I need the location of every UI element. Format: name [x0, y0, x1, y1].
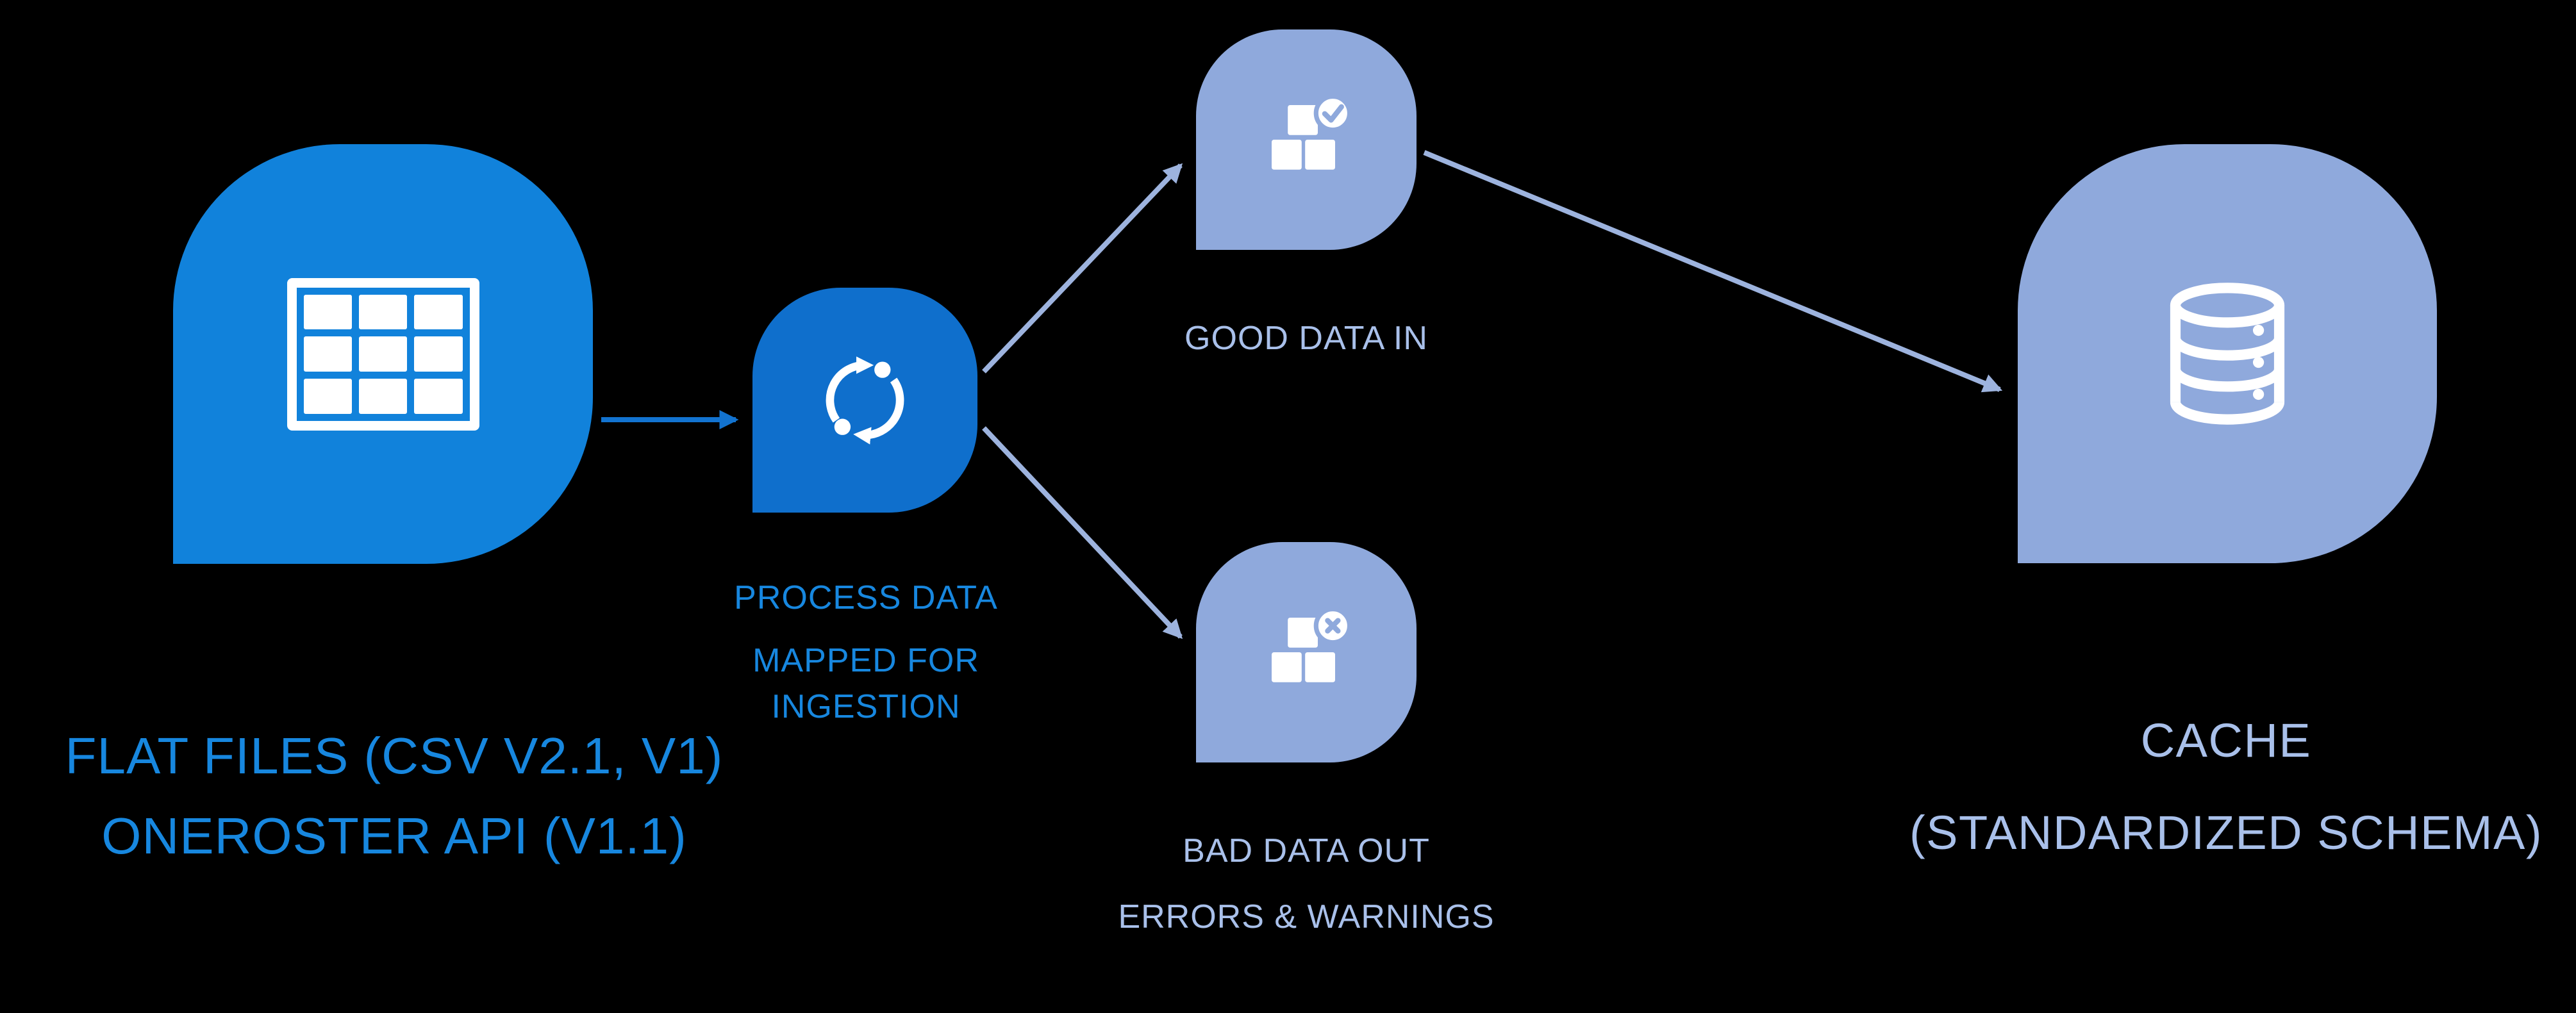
bad-data-node: [1196, 542, 1417, 762]
cache-caption-line1: CACHE: [2140, 714, 2312, 767]
good-data-node: [1196, 29, 1417, 250]
sync-process-icon: [826, 356, 904, 445]
process-data-node: [752, 288, 977, 513]
cache-caption-line2: (STANDARDIZED SCHEMA): [1909, 805, 2543, 859]
process-data-caption-line2: MAPPED FOR INGESTION: [752, 641, 979, 725]
arrow-process-to-good-data: [982, 163, 1183, 374]
check-mark: [1322, 104, 1344, 123]
boxes-check-icon: [1272, 94, 1352, 170]
bad-data-caption: BAD DATA OUT ERRORS & WARNINGS: [986, 828, 1627, 941]
bad-data-caption-line2: ERRORS & WARNINGS: [1118, 898, 1495, 935]
arrow-process-to-bad-data: [982, 426, 1183, 639]
good-data-caption: GOOD DATA IN: [986, 319, 1627, 358]
x-mark: [1325, 618, 1341, 634]
boxes-error-icon: [1272, 606, 1352, 682]
process-data-caption-line1: PROCESS DATA: [734, 579, 998, 616]
flat-files-node: [173, 144, 593, 564]
table-icon: [287, 277, 479, 431]
cache-caption: CACHE (STANDARDIZED SCHEMA): [1745, 707, 2576, 866]
cache-node: [2018, 144, 2437, 563]
flat-files-caption-line1: FLAT FILES (CSV V2.1, V1): [65, 727, 724, 784]
good-data-caption-line1: GOOD DATA IN: [1184, 320, 1428, 357]
database-icon: [2170, 283, 2285, 425]
flat-files-caption-line2: ONEROSTER API (V1.1): [101, 807, 687, 864]
flat-files-caption: FLAT FILES (CSV V2.1, V1) ONEROSTER API …: [13, 716, 776, 877]
process-data-caption: PROCESS DATA MAPPED FOR INGESTION: [610, 575, 1122, 730]
bad-data-caption-line1: BAD DATA OUT: [1183, 832, 1430, 869]
arrow-good-data-to-cache: [1423, 150, 2003, 393]
